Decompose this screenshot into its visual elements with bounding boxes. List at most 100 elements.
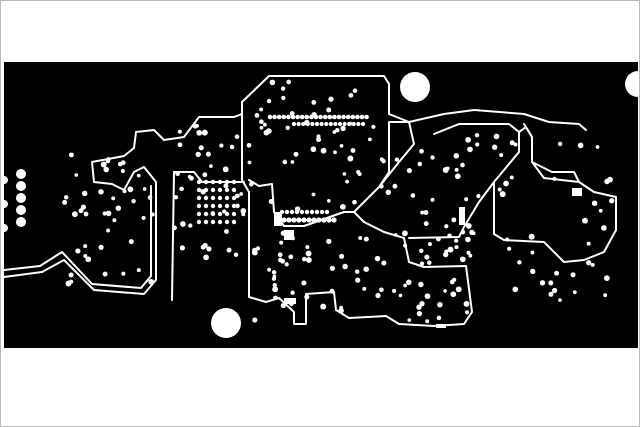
via	[229, 144, 235, 150]
via	[272, 114, 277, 120]
via	[301, 217, 307, 223]
via	[281, 95, 286, 101]
via	[196, 187, 202, 193]
via	[68, 152, 74, 158]
via	[598, 208, 603, 213]
via	[219, 143, 224, 148]
via	[347, 155, 354, 162]
via	[331, 217, 337, 223]
pad	[436, 324, 446, 328]
via	[464, 197, 469, 202]
via	[293, 151, 299, 157]
connector-pad	[4, 176, 8, 184]
via	[224, 195, 230, 201]
via	[530, 268, 536, 275]
via	[280, 230, 287, 236]
via	[200, 244, 206, 250]
via	[338, 308, 344, 314]
trace-layer	[4, 75, 617, 327]
via	[327, 114, 333, 120]
via	[136, 268, 141, 273]
pcb-layer-image	[4, 62, 638, 348]
via	[582, 217, 588, 224]
via	[83, 211, 89, 217]
via	[259, 119, 264, 125]
via	[136, 173, 141, 178]
via	[401, 230, 408, 237]
via	[379, 157, 384, 162]
via	[416, 304, 422, 310]
via	[131, 198, 136, 204]
via	[403, 283, 407, 288]
via	[363, 236, 369, 242]
via	[246, 142, 252, 148]
via	[362, 286, 367, 291]
via	[374, 255, 381, 262]
via	[420, 210, 425, 215]
mounting-hole	[400, 72, 430, 102]
via	[509, 175, 514, 180]
via	[273, 295, 278, 300]
via	[285, 125, 290, 130]
via	[392, 288, 397, 293]
via	[423, 210, 429, 215]
via	[295, 114, 300, 120]
trace	[4, 185, 152, 289]
via	[333, 121, 338, 127]
via	[449, 279, 455, 285]
via	[339, 253, 345, 259]
via	[601, 225, 607, 231]
via	[336, 114, 342, 120]
via	[326, 217, 332, 223]
via	[419, 248, 424, 254]
connector-pad	[16, 181, 26, 191]
trace	[173, 171, 245, 183]
trace	[241, 75, 587, 131]
via	[318, 114, 323, 120]
via	[419, 300, 425, 307]
via	[296, 217, 302, 223]
via	[284, 262, 289, 267]
via	[112, 218, 117, 223]
via	[326, 238, 332, 245]
via	[280, 302, 287, 309]
via	[403, 243, 408, 248]
mounting-holes	[211, 71, 638, 338]
via	[83, 244, 88, 249]
via	[305, 245, 310, 249]
via	[102, 211, 107, 216]
via	[148, 278, 155, 285]
via	[267, 267, 272, 272]
via	[103, 166, 109, 173]
via	[320, 147, 327, 154]
via	[351, 121, 356, 127]
via	[62, 199, 68, 205]
via	[604, 178, 610, 185]
via	[259, 125, 264, 130]
via	[105, 210, 112, 217]
via	[141, 215, 146, 220]
via	[437, 301, 443, 308]
connector-pad	[16, 193, 26, 203]
via	[305, 250, 312, 257]
via	[98, 244, 104, 250]
via	[427, 260, 432, 265]
via	[241, 212, 246, 217]
via	[205, 151, 211, 157]
via	[497, 187, 502, 192]
via	[239, 192, 244, 196]
connector-pad	[16, 217, 26, 227]
via	[115, 205, 122, 211]
via	[445, 166, 450, 171]
trace	[4, 113, 243, 295]
via	[354, 269, 360, 274]
via	[142, 187, 147, 191]
via	[198, 145, 204, 151]
via	[196, 129, 203, 136]
via	[281, 114, 287, 120]
via	[203, 203, 209, 209]
via	[430, 155, 435, 160]
via	[306, 217, 312, 223]
via	[348, 121, 353, 126]
via	[277, 252, 283, 258]
